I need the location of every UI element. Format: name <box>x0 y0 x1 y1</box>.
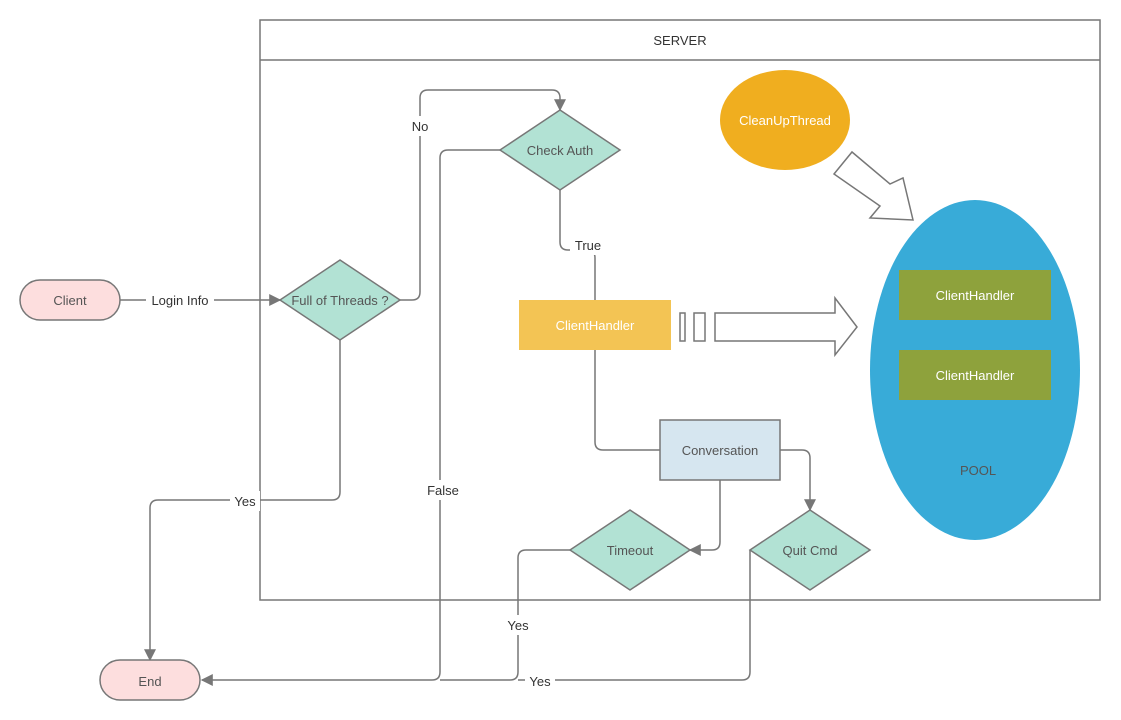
edge-yes-quit <box>518 550 751 681</box>
pool-handler-1-label: ClientHandler <box>936 288 1015 303</box>
client-label: Client <box>53 293 87 308</box>
cleanup-to-pool-arrow <box>832 150 914 221</box>
edge-false <box>200 149 500 686</box>
label-login-info: Login Info <box>151 293 208 308</box>
quit-cmd-label: Quit Cmd <box>783 543 838 558</box>
timeout-decision: Timeout <box>568 509 692 591</box>
label-false: False <box>427 483 459 498</box>
quit-cmd-decision: Quit Cmd <box>748 509 872 591</box>
full-of-threads-decision: Full of Threads ? <box>278 259 402 341</box>
check-auth-decision: Check Auth <box>498 109 622 191</box>
pool-handler-2: ClientHandler <box>899 350 1051 400</box>
client-node: Client <box>19 279 121 321</box>
edge-conversation-timeout <box>688 480 721 556</box>
label-no: No <box>412 119 429 134</box>
end-label: End <box>138 674 161 689</box>
check-auth-label: Check Auth <box>527 143 594 158</box>
label-yes-full: Yes <box>234 494 256 509</box>
edge-handler-conversation <box>594 350 660 451</box>
full-of-threads-label: Full of Threads ? <box>291 293 388 308</box>
edge-conversation-quit <box>780 449 816 512</box>
conversation-node: Conversation <box>659 419 781 481</box>
pool-label: POOL <box>960 463 996 478</box>
pool-handler-2-label: ClientHandler <box>936 368 1015 383</box>
server-title: SERVER <box>653 33 706 48</box>
client-handler-label: ClientHandler <box>556 318 635 333</box>
label-true: True <box>575 238 601 253</box>
end-node: End <box>99 659 201 701</box>
label-yes-quit: Yes <box>529 674 551 689</box>
edge-labels: Login Info No True False Yes Yes Yes <box>146 116 606 691</box>
server-container: SERVER <box>259 19 1101 601</box>
handler-to-pool-arrow <box>679 295 858 358</box>
conversation-label: Conversation <box>682 443 759 458</box>
cleanup-thread-node: CleanUpThread <box>720 70 850 170</box>
pool-handler-1: ClientHandler <box>899 270 1051 320</box>
cleanup-thread-label: CleanUpThread <box>739 113 831 128</box>
connectors <box>120 89 816 686</box>
timeout-label: Timeout <box>607 543 654 558</box>
client-handler-node: ClientHandler <box>519 300 671 350</box>
edge-no <box>400 89 566 301</box>
label-yes-timeout: Yes <box>507 618 529 633</box>
